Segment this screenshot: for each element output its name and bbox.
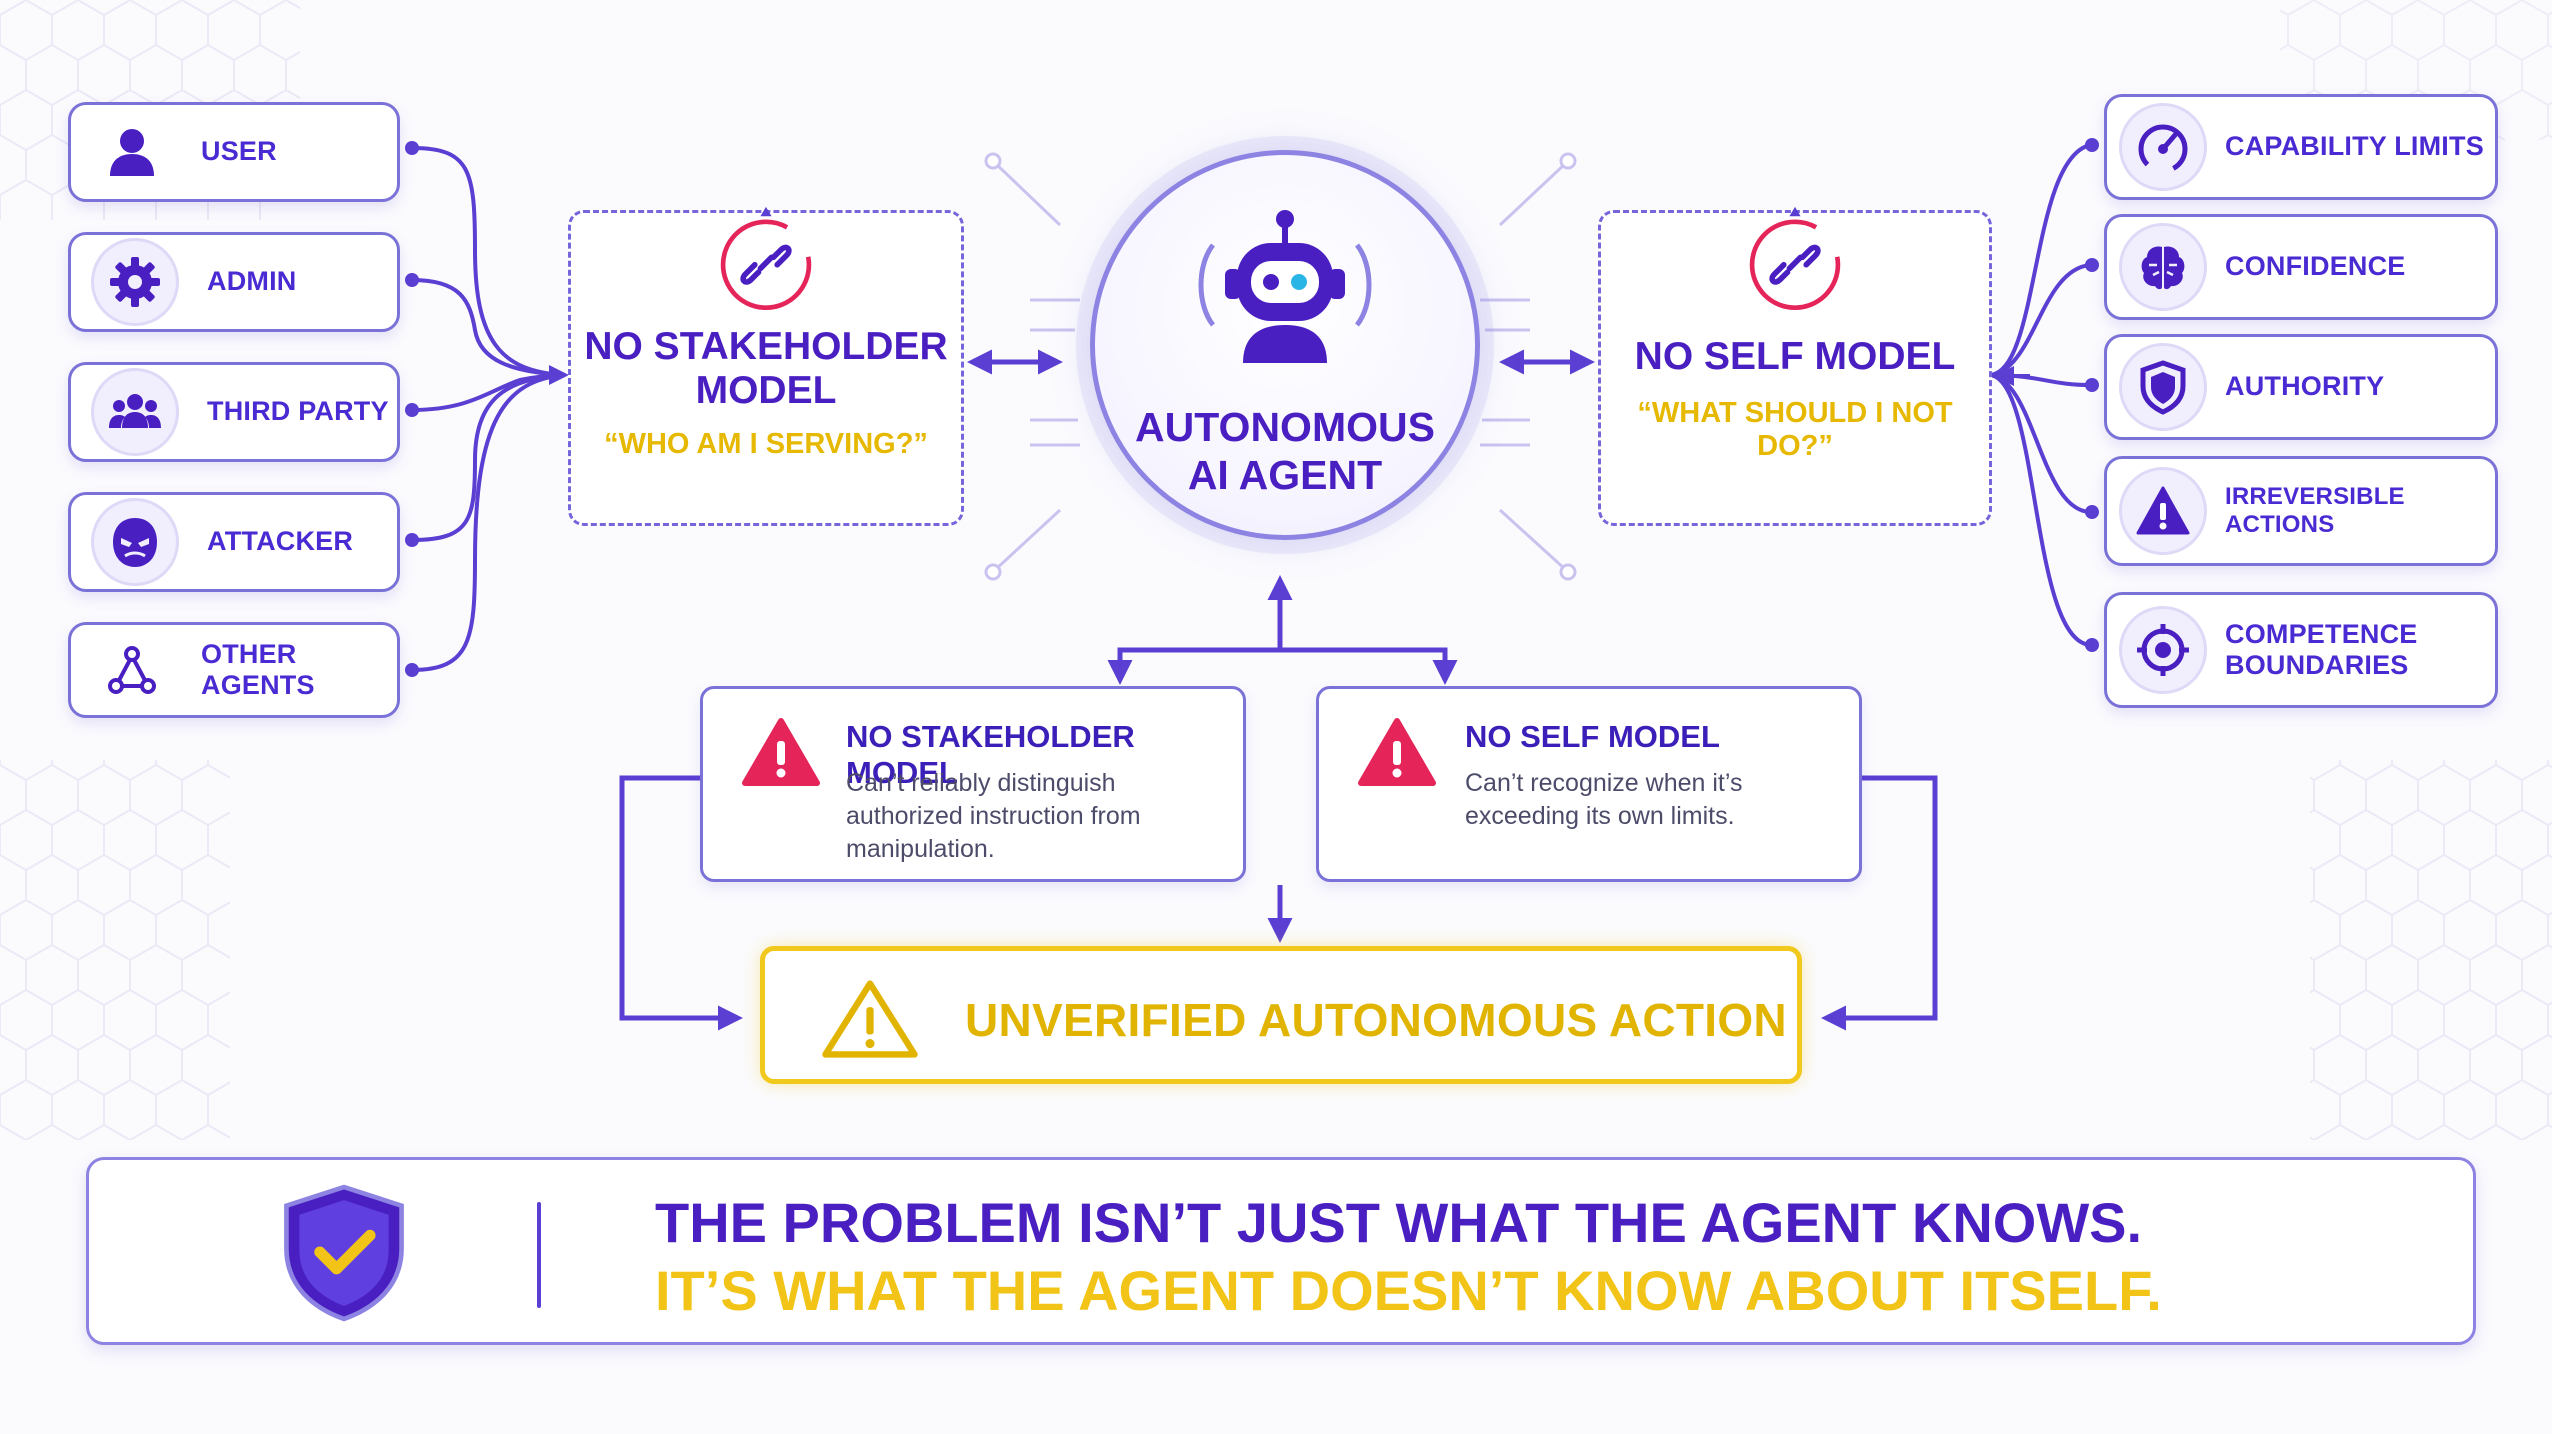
- unverified-action-label: UNVERIFIED AUTONOMOUS ACTION: [965, 994, 1787, 1046]
- stakeholder-consequence-box: NO STAKEHOLDER MODEL Can’t reliably dist…: [700, 686, 1246, 882]
- aspect-label: CONFIDENCE: [2225, 251, 2406, 282]
- user-icon: [91, 111, 173, 193]
- brain-icon: [2119, 223, 2207, 311]
- banner-line-2: IT’S WHAT THE AGENT DOESN’T KNOW ABOUT I…: [655, 1259, 2162, 1322]
- shield-icon: [2119, 343, 2207, 431]
- stakeholder-label: OTHER AGENTS: [201, 638, 315, 700]
- stakeholder-model-title: NO STAKEHOLDER MODEL: [584, 325, 948, 412]
- aspect-card-capability-limits: CAPABILITY LIMITS: [2104, 94, 2498, 200]
- agent-title: AUTONOMOUS AI AGENT: [1135, 404, 1435, 499]
- stakeholder-label: THIRD PARTY: [207, 396, 389, 427]
- shield-check-icon: [284, 1184, 404, 1322]
- gauge-icon: [2119, 103, 2207, 191]
- consequence-description: Can’t reliably distinguish authorized in…: [846, 769, 1141, 863]
- self-model-question: “WHAT SHOULD I NOT DO?”: [1637, 396, 1953, 462]
- broken-link-icon: [720, 206, 812, 310]
- no-stakeholder-model-box: NO STAKEHOLDER MODEL “WHO AM I SERVING?”: [568, 206, 964, 526]
- broken-link-icon: [1749, 206, 1841, 310]
- self-consequence-box: NO SELF MODEL Can’t recognize when it’s …: [1316, 686, 1862, 882]
- stakeholder-label: USER: [201, 136, 277, 167]
- aspect-label: AUTHORITY: [2225, 371, 2385, 402]
- target-icon: [2119, 606, 2207, 694]
- banner-separator: [537, 1202, 541, 1308]
- caution-icon: [822, 980, 918, 1058]
- consequence-title: NO SELF MODEL: [1465, 719, 1720, 754]
- alert-icon: [742, 718, 820, 786]
- unverified-action-box: UNVERIFIED AUTONOMOUS ACTION: [760, 946, 1802, 1084]
- stakeholder-card-admin: ADMIN: [68, 232, 400, 332]
- alert-icon: [1358, 718, 1436, 786]
- consequence-title: NO STAKEHOLDER MODEL: [846, 719, 1135, 790]
- robot-icon: [1198, 210, 1372, 363]
- consequence-description: Can’t recognize when it’s exceeding its …: [1465, 769, 1743, 830]
- stakeholder-label: ADMIN: [207, 266, 297, 297]
- aspect-card-authority: AUTHORITY: [2104, 334, 2498, 440]
- conclusion-banner: THE PROBLEM ISN’T JUST WHAT THE AGENT KN…: [86, 1157, 2476, 1345]
- stakeholder-card-user: USER: [68, 102, 400, 202]
- stakeholder-model-question: “WHO AM I SERVING?”: [604, 428, 928, 461]
- aspect-card-irreversible-actions: IRREVERSIBLE ACTIONS: [2104, 456, 2498, 566]
- stakeholder-card-other-agents: OTHER AGENTS: [68, 622, 400, 718]
- aspect-label: CAPABILITY LIMITS: [2225, 131, 2484, 162]
- stakeholder-label: ATTACKER: [207, 526, 354, 557]
- mask-icon: [91, 498, 179, 586]
- self-model-title: NO SELF MODEL: [1634, 335, 1956, 378]
- aspect-label: COMPETENCE BOUNDARIES: [2225, 618, 2418, 680]
- stakeholder-card-attacker: ATTACKER: [68, 492, 400, 592]
- warning-icon: [2119, 467, 2207, 555]
- gear-icon: [91, 238, 179, 326]
- banner-line-1: THE PROBLEM ISN’T JUST WHAT THE AGENT KN…: [655, 1191, 2143, 1254]
- group-icon: [91, 368, 179, 456]
- no-self-model-box: NO SELF MODEL “WHAT SHOULD I NOT DO?”: [1598, 206, 1992, 526]
- stakeholder-card-third-party: THIRD PARTY: [68, 362, 400, 462]
- aspect-card-competence-boundaries: COMPETENCE BOUNDARIES: [2104, 592, 2498, 708]
- autonomous-ai-agent: AUTONOMOUS AI AGENT: [1090, 150, 1480, 540]
- aspect-card-confidence: CONFIDENCE: [2104, 214, 2498, 320]
- network-icon: [91, 629, 173, 711]
- aspect-label: IRREVERSIBLE ACTIONS: [2225, 483, 2405, 538]
